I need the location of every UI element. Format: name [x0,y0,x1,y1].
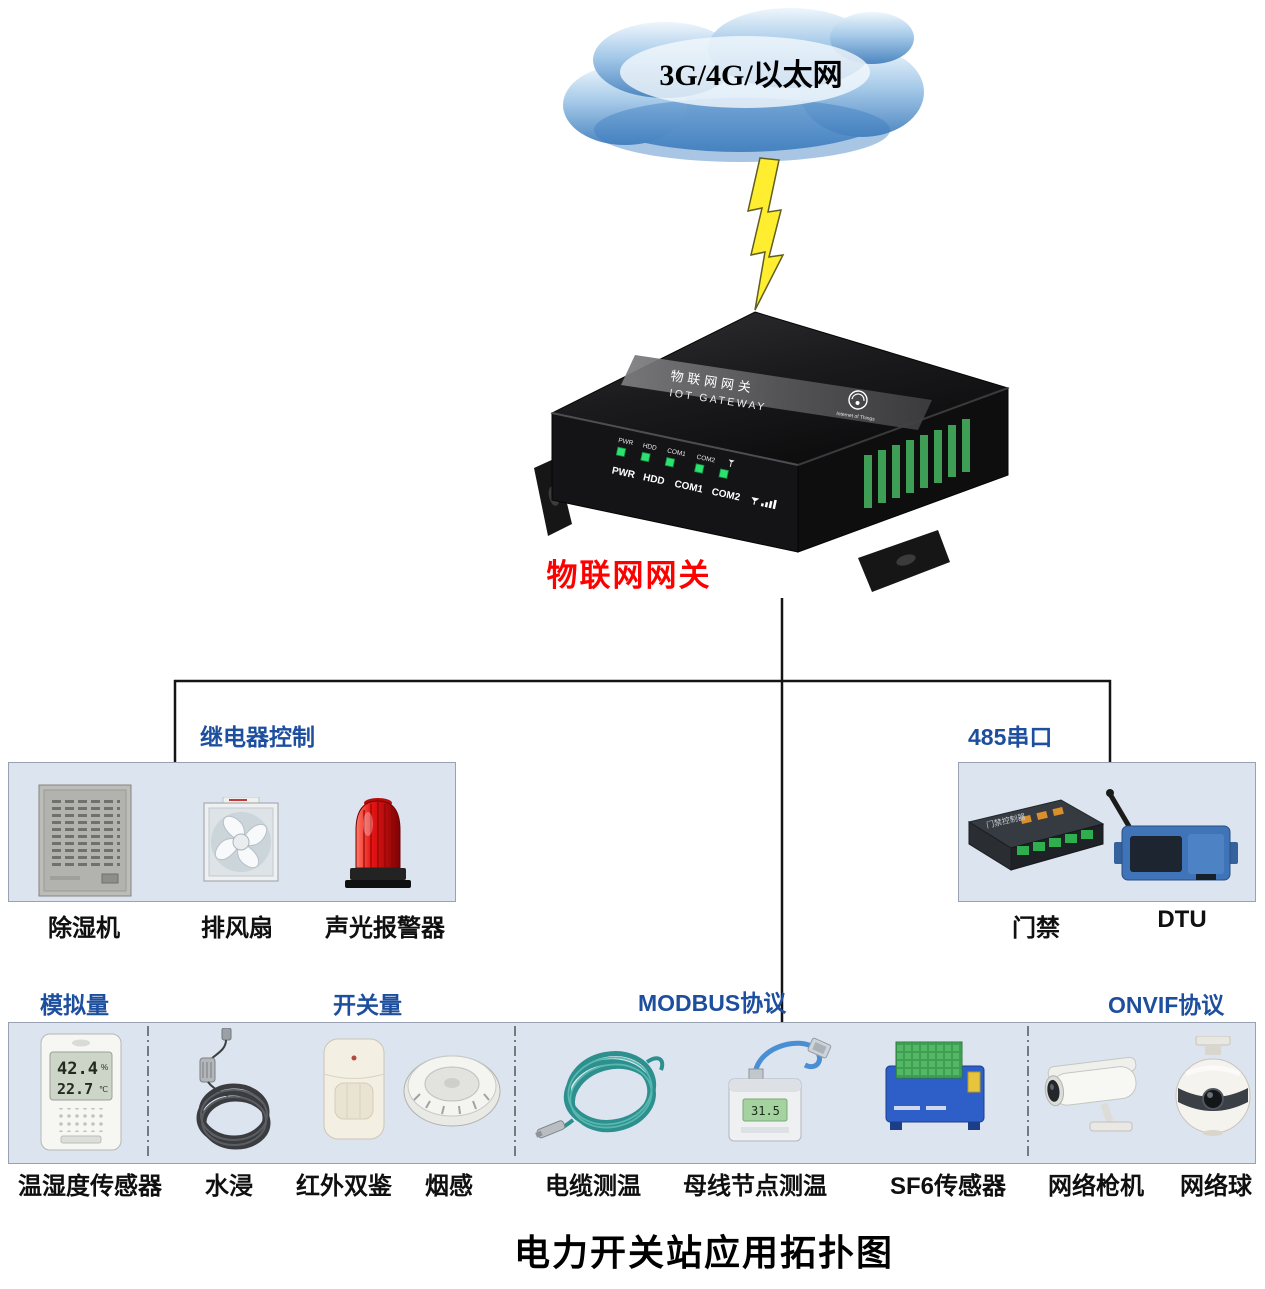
label-water: 水浸 [205,1173,253,1200]
led-label-small: COM2 [696,454,716,465]
label-cable-temp: 电缆测温 [545,1173,641,1200]
led-label-large: PWR [611,465,637,481]
group-label-relay: 继电器控制 [200,724,315,750]
main-title: 电力开关站应用拓扑图 [513,1232,895,1273]
label-dome-camera: 网络球 [1180,1173,1252,1200]
exhaust-fan-image [203,797,279,882]
dome-camera-image [1175,1036,1251,1136]
label-pir: 红外双鉴 [296,1173,392,1200]
label-smoke: 烟感 [425,1173,473,1200]
temp-humidity-sensor-image: 42.4 % 22.7 ℃ [40,1033,122,1151]
led-label-large: HDD [642,472,665,487]
group-label-onvif: ONVIF协议 [1108,992,1225,1018]
label-dehumidifier: 除湿机 [48,915,120,942]
label-access-control: 门禁 [1012,915,1060,942]
sensor-display-bottom: 22.7 [57,1080,93,1098]
group-label-digital: 开关量 [333,992,402,1018]
label-alarm: 声光报警器 [325,915,445,942]
cloud-label: 3G/4G/以太网 [659,59,843,92]
led-label-small: HDD [642,442,658,452]
busbar-reading: 31.5 [751,1104,780,1118]
camera-lens [1202,1088,1224,1110]
gateway-label: 物联网网关 [546,558,712,593]
sensor-unit-top: % [101,1063,108,1072]
dehumidifier-image [38,784,132,897]
sf6-sensor-image [885,1041,985,1130]
dtu-image [1106,789,1238,881]
dtu-antenna [1107,791,1133,831]
label-sf6: SF6传感器 [889,1173,1007,1200]
group-label-analog: 模拟量 [40,992,109,1018]
busbar-temp-sensor-image: 31.5 [728,1037,832,1142]
flange-slot [896,554,916,566]
terminal-blocks [1017,830,1093,855]
label-exhaust-fan: 排风扇 [201,915,273,942]
sensor-display-top: 42.4 [57,1059,98,1079]
led-label-small: COM1 [666,448,686,459]
connection-lines [173,598,1112,1024]
alarm-beacon-image [345,798,411,888]
gateway-device: 物联网网关 IOT GATEWAY Internet of Things PWR… [534,311,1010,592]
sensor-unit-bottom: ℃ [99,1085,108,1094]
pir-detector-image [323,1038,385,1140]
label-dtu: DTU [1157,906,1207,933]
signal-bars-icon [751,496,777,510]
smoke-detector-image [403,1055,501,1127]
status-leds [615,446,729,479]
led-label-small: PWR [618,437,635,447]
group-label-485: 485串口 [968,724,1053,750]
label-busbar-temp: 母线节点测温 [683,1173,827,1200]
label-temp-humidity: 温湿度传感器 [18,1173,162,1200]
label-bullet-camera: 网络枪机 [1048,1173,1144,1200]
gateway-terminal-strip [864,419,970,508]
access-controller-image: 门禁控制器 [967,799,1105,871]
logo-text: Internet of Things [836,411,876,423]
antenna-icon [728,459,735,463]
bullet-camera-image [1044,1056,1137,1132]
water-sensor-image [196,1028,271,1150]
lightning-bolt [747,157,785,311]
gateway-name-band [621,355,932,430]
group-label-modbus: MODBUS协议 [638,990,787,1016]
cloud-shape [563,8,924,162]
iot-logo-icon: Internet of Things [836,390,876,423]
cable-temp-sensor-image [535,1051,665,1139]
